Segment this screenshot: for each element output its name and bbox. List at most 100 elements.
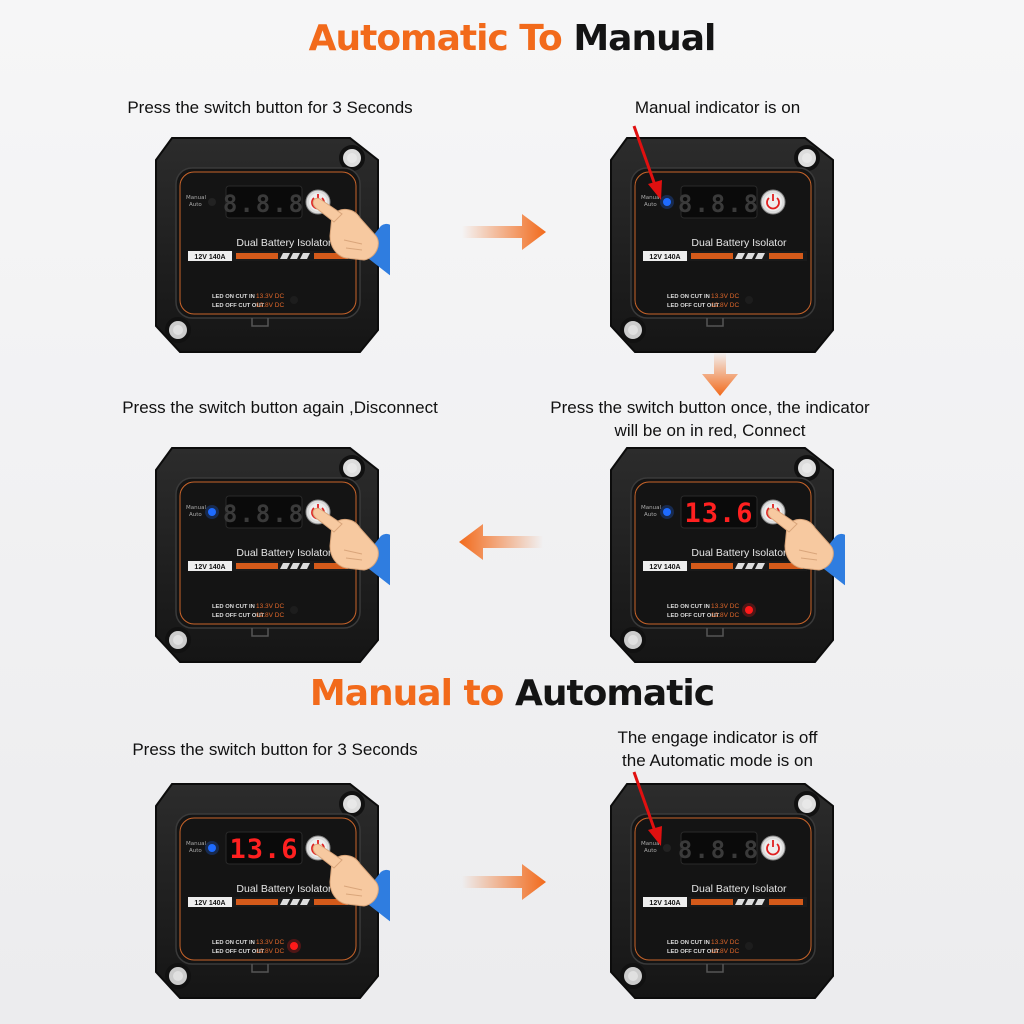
- manual-indicator-led: [208, 198, 216, 206]
- engage-indicator-led: [290, 942, 298, 950]
- manual-indicator-led: [663, 844, 671, 852]
- cut-in-label: LED ON CUT IN: [667, 940, 710, 946]
- voltage-display: [680, 495, 758, 529]
- mode-auto-label: Auto: [189, 202, 202, 208]
- engage-indicator-led: [745, 606, 753, 614]
- cut-in-label: LED ON CUT IN: [667, 294, 710, 300]
- mode-auto-label: Auto: [189, 512, 202, 518]
- cut-out-value: 12.8V DC: [256, 612, 284, 619]
- pointing-hand-icon: [312, 843, 390, 923]
- rating-label: 12V 140A: [649, 900, 680, 907]
- mode-manual-label: Manual: [641, 841, 661, 847]
- rating-badge: [643, 251, 687, 261]
- engage-indicator-led: [745, 942, 753, 950]
- red-pointer-arrow-icon: [632, 771, 662, 846]
- mode-auto-label: Auto: [644, 202, 657, 208]
- product-name: Dual Battery Isolator: [236, 237, 332, 249]
- rating-label: 12V 140A: [194, 254, 225, 261]
- product-name: Dual Battery Isolator: [236, 883, 332, 895]
- caption-step3-line2: will be on in red, Connect: [614, 421, 806, 440]
- mode-auto-label: Auto: [644, 512, 657, 518]
- heading-automatic-to-manual: Automatic To Manual: [0, 18, 1024, 59]
- mode-manual-label: Manual: [641, 505, 661, 511]
- display-digits: 8.8.8: [223, 500, 305, 528]
- mode-auto-label: Auto: [189, 848, 202, 854]
- pointing-hand-icon: [312, 197, 390, 277]
- voltage-display: [225, 831, 303, 865]
- cut-out-value: 12.8V DC: [711, 948, 739, 955]
- cut-in-value: 13.3V DC: [711, 293, 739, 300]
- manual-indicator-led: [663, 198, 671, 206]
- caption-step1: Press the switch button for 3 Seconds: [127, 98, 413, 117]
- mode-auto-label: Auto: [644, 848, 657, 854]
- cut-in-value: 13.3V DC: [256, 293, 284, 300]
- rating-badge: [188, 897, 232, 907]
- arrow-right-icon: [462, 864, 546, 900]
- mode-manual-label: Manual: [186, 505, 206, 511]
- cut-in-label: LED ON CUT IN: [212, 294, 255, 300]
- device-step1: Manual Auto 8.8.8 Dual Battery Isolator …: [150, 130, 390, 360]
- power-icon: [766, 843, 780, 856]
- device-step6: Manual Auto 8.8.8 Dual Battery Isolator …: [605, 776, 845, 1006]
- cut-out-value: 12.8V DC: [256, 302, 284, 309]
- cut-out-value: 12.8V DC: [711, 302, 739, 309]
- rating-badge: [643, 897, 687, 907]
- mode-manual-label: Manual: [641, 195, 661, 201]
- caption-step4: Press the switch button again ,Disconnec…: [122, 398, 438, 417]
- cut-in-label: LED ON CUT IN: [667, 604, 710, 610]
- product-name: Dual Battery Isolator: [691, 883, 787, 895]
- engage-indicator-led: [745, 296, 753, 304]
- product-name: Dual Battery Isolator: [691, 547, 787, 559]
- engage-indicator-led: [290, 606, 298, 614]
- display-digits: 8.8.8: [223, 190, 305, 218]
- heading-part-automatic-to: Automatic To: [308, 18, 563, 59]
- caption-step5: Press the switch button for 3 Seconds: [132, 740, 418, 759]
- cut-out-value: 12.8V DC: [256, 948, 284, 955]
- cut-in-value: 13.3V DC: [256, 603, 284, 610]
- engage-indicator-led: [290, 296, 298, 304]
- cut-in-value: 13.3V DC: [711, 603, 739, 610]
- cut-out-label: LED OFF CUT OUT: [212, 949, 265, 955]
- arrow-left-icon: [459, 524, 543, 560]
- caption-step3-line1: Press the switch button once, the indica…: [550, 398, 870, 417]
- rating-label: 12V 140A: [194, 564, 225, 571]
- rating-label: 12V 140A: [194, 900, 225, 907]
- product-name: Dual Battery Isolator: [236, 547, 332, 559]
- product-name: Dual Battery Isolator: [691, 237, 787, 249]
- device-step5: Manual Auto 13.6 Dual Battery Isolator 1…: [150, 776, 390, 1006]
- voltage-display: [225, 185, 303, 219]
- heading-part-automatic: Automatic: [514, 673, 715, 714]
- voltage-display: [680, 831, 758, 865]
- caption-step6: The engage indicator is off the Automati…: [590, 726, 845, 772]
- red-pointer-arrow-icon: [632, 125, 662, 200]
- rating-badge: [643, 561, 687, 571]
- caption-step2: Manual indicator is on: [634, 98, 801, 117]
- cut-out-label: LED OFF CUT OUT: [212, 303, 265, 309]
- cut-out-label: LED OFF CUT OUT: [667, 949, 720, 955]
- rating-badge: [188, 251, 232, 261]
- cut-out-value: 12.8V DC: [711, 612, 739, 619]
- rating-badge: [188, 561, 232, 571]
- cut-out-label: LED OFF CUT OUT: [667, 613, 720, 619]
- voltage-display: [225, 495, 303, 529]
- rating-label: 12V 140A: [649, 254, 680, 261]
- pointing-hand-icon: [312, 507, 390, 587]
- arrow-right-icon: [462, 214, 546, 250]
- cut-out-label: LED OFF CUT OUT: [667, 303, 720, 309]
- mode-manual-label: Manual: [186, 841, 206, 847]
- rating-label: 12V 140A: [649, 564, 680, 571]
- arrow-down-icon: [702, 352, 738, 396]
- caption-step3: Press the switch button once, the indica…: [530, 396, 890, 442]
- manual-indicator-led: [208, 844, 216, 852]
- heading-part-manual-to: Manual to: [309, 673, 504, 714]
- display-digits: 13.6: [229, 834, 298, 865]
- cut-in-value: 13.3V DC: [711, 939, 739, 946]
- power-icon: [766, 197, 780, 210]
- device-step4: Manual Auto 8.8.8 Dual Battery Isolator …: [150, 440, 390, 670]
- voltage-display: [680, 185, 758, 219]
- heading-manual-to-automatic: Manual to Automatic: [0, 673, 1024, 714]
- display-digits: 8.8.8: [678, 836, 760, 864]
- cut-in-value: 13.3V DC: [256, 939, 284, 946]
- manual-indicator-led: [208, 508, 216, 516]
- display-digits: 8.8.8: [678, 190, 760, 218]
